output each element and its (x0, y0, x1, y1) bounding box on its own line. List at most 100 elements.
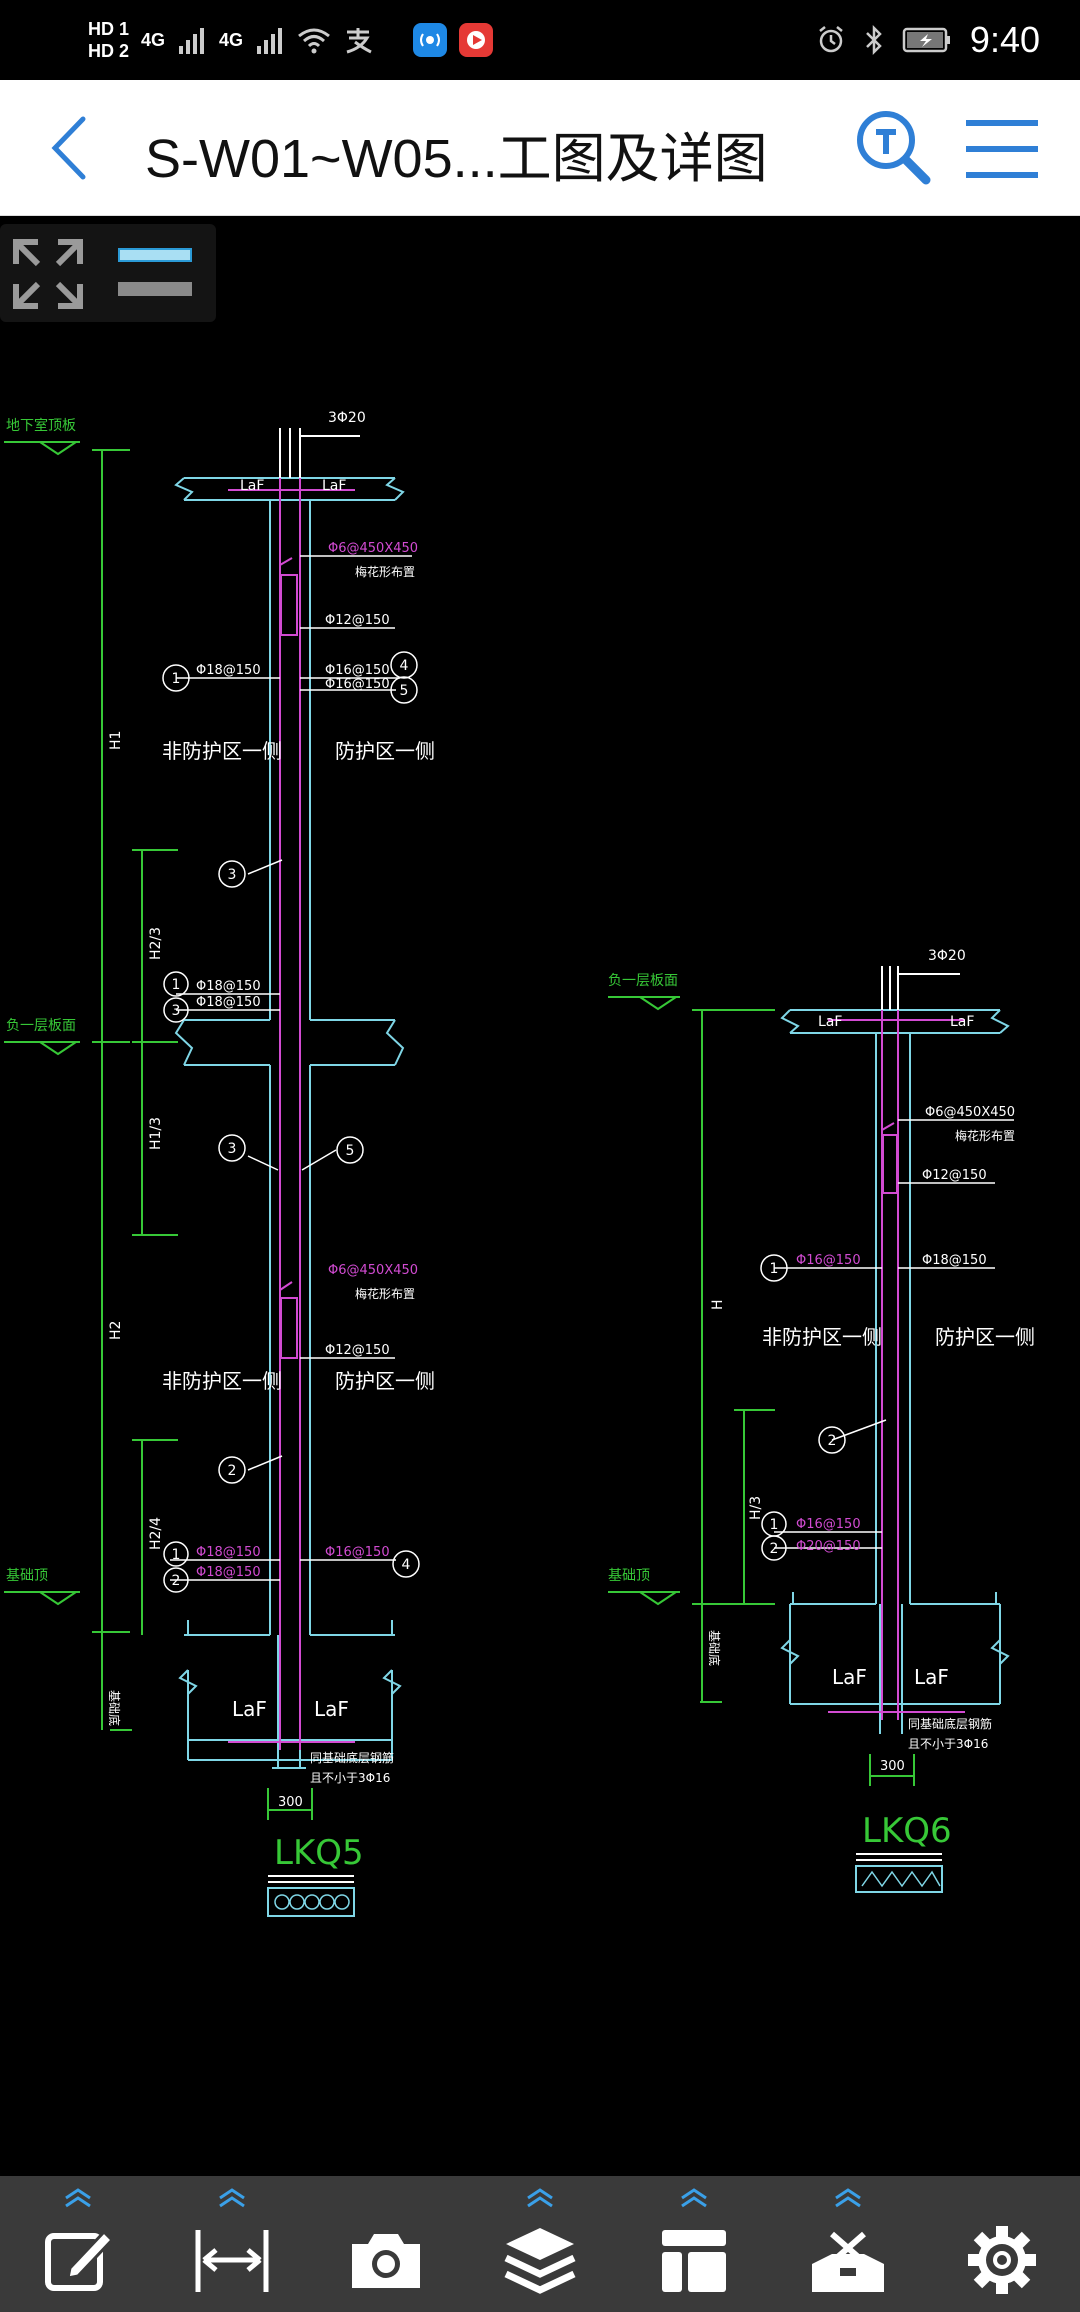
stirrup-label: Φ6@450X450 (328, 541, 418, 556)
rebar-phi18: Φ18@150 (196, 663, 261, 678)
chevron-up-icon (219, 2188, 245, 2208)
rebar-phi12: Φ12@150 (325, 1343, 390, 1358)
layers-icon (504, 2228, 576, 2294)
settings-button[interactable] (942, 2186, 1062, 2306)
svg-text:1: 1 (172, 977, 181, 993)
rebar-phi18: Φ18@150 (196, 1545, 261, 1560)
rebar-phi16: Φ16@150 (796, 1253, 861, 1268)
laf-label: LaF (240, 478, 264, 494)
rebar-phi12: Φ12@150 (325, 613, 390, 628)
laf-label: LaF (950, 1014, 974, 1030)
edit-icon (45, 2229, 115, 2291)
chevron-up-icon (65, 2188, 91, 2208)
stirrup-note: 梅花形布置 (355, 1286, 415, 1301)
stirrup-note: 梅花形布置 (955, 1128, 1015, 1143)
width-dimension: 300 (278, 1795, 303, 1810)
svg-text:2: 2 (228, 1463, 237, 1479)
level-foundation: 基础顶 (6, 1567, 48, 1584)
svg-text:3: 3 (228, 867, 237, 883)
status-bar: HD 1 HD 2 4G 4G 9:40 (0, 0, 1080, 80)
dim-h1: H1 (108, 731, 124, 750)
side-protected: 防护区一侧 (335, 739, 435, 763)
level-foundation: 基础顶 (608, 1567, 650, 1584)
rebar-phi12: Φ12@150 (922, 1168, 987, 1183)
bottom-toolbar (0, 2176, 1080, 2312)
line-weight-toggle[interactable] (110, 238, 200, 308)
rebar-phi18: Φ18@150 (196, 979, 261, 994)
dim-h2: H2 (108, 1321, 124, 1340)
rebar-phi18: Φ18@150 (922, 1253, 987, 1268)
hamburger-menu-icon (966, 120, 1038, 178)
layers-button[interactable] (480, 2186, 600, 2306)
stirrup-note: 梅花形布置 (355, 564, 415, 579)
text-search-icon (857, 111, 931, 185)
chevron-up-icon (527, 2188, 553, 2208)
signal-icon (179, 28, 205, 54)
menu-button[interactable] (960, 110, 1044, 190)
detail-lkq6: 负一层板面 基础顶 H H/3 3Φ20 La (608, 948, 1035, 1893)
svg-text:5: 5 (346, 1143, 355, 1159)
level-floor-b1: 负一层板面 (608, 973, 678, 989)
layout-button[interactable] (634, 2186, 754, 2306)
svg-text:5: 5 (400, 683, 409, 699)
detail-name: LKQ6 (862, 1811, 952, 1851)
chevron-up-icon (681, 2188, 707, 2208)
layout-icon (662, 2230, 726, 2292)
anchor-note: 且不小于3Φ16 (310, 1771, 390, 1785)
viewer-tools (0, 224, 216, 322)
tools-button[interactable] (788, 2186, 908, 2306)
back-button[interactable] (30, 108, 110, 188)
dim-h2-4: H2/4 (148, 1517, 164, 1550)
annotate-button[interactable] (18, 2186, 138, 2306)
dim-h: H (710, 1299, 726, 1310)
measure-button[interactable] (172, 2186, 292, 2306)
svg-text:基础底: 基础底 (707, 1630, 722, 1666)
rebar-phi18: Φ18@150 (196, 1565, 261, 1580)
battery-icon (902, 27, 950, 53)
sim2-label: HD 2 (88, 41, 130, 61)
measure-icon (195, 2230, 269, 2292)
fit-screen-button[interactable] (8, 234, 88, 314)
rebar-top-label: 3Φ20 (328, 410, 366, 426)
svg-text:1: 1 (172, 1547, 181, 1563)
detail-lkq5: 地下室顶板 负一层板面 基础顶 H1 H2 H2/3 H1/3 H2/4 (4, 410, 435, 1917)
network2-label: 4G (219, 29, 244, 50)
dim-h1-3: H1/3 (148, 1117, 164, 1150)
status-left: HD 1 HD 2 4G 4G (88, 10, 494, 70)
document-title: S-W01~W05...工图及详图 (145, 129, 768, 189)
laf-label: LaF (818, 1014, 842, 1030)
title-bar: S-W01~W05...工图及详图 (0, 80, 1080, 216)
level-basement-roof: 地下室顶板 (6, 417, 76, 434)
rebar-top-label: 3Φ20 (928, 948, 966, 964)
video-app-icon (459, 23, 494, 57)
toolbox-icon (812, 2231, 884, 2292)
svg-text:4: 4 (402, 1557, 411, 1573)
stirrup-label: Φ6@450X450 (328, 1263, 418, 1278)
rebar-phi16: Φ16@150 (325, 677, 390, 692)
camera-button[interactable] (326, 2186, 446, 2306)
drawing-canvas[interactable]: 地下室顶板 负一层板面 基础顶 H1 H2 H2/3 H1/3 H2/4 (0, 330, 1080, 2170)
width-dimension: 300 (880, 1759, 905, 1774)
dim-h2-3: H2/3 (148, 927, 164, 960)
gear-icon (968, 2226, 1036, 2294)
level-floor-b1: 负一层板面 (6, 1018, 76, 1034)
rebar-phi20: Φ20@150 (796, 1539, 861, 1554)
search-button[interactable] (852, 106, 936, 190)
svg-text:1: 1 (770, 1517, 779, 1533)
anchor-note: 同基础底层钢筋 (310, 1750, 394, 1765)
svg-text:2: 2 (770, 1541, 779, 1557)
svg-text:1: 1 (770, 1261, 779, 1277)
svg-text:1: 1 (172, 671, 181, 687)
chevron-up-icon (835, 2188, 861, 2208)
anchor-note: 同基础底层钢筋 (908, 1716, 992, 1731)
sim1-label: HD 1 (88, 19, 130, 39)
svg-text:4: 4 (400, 658, 409, 674)
side-nonprotected: 非防护区一侧 (162, 1369, 282, 1393)
fit-screen-icon (13, 239, 83, 309)
bluetooth-icon (866, 24, 882, 56)
detail-name: LKQ5 (274, 1833, 364, 1873)
laf-label: LaF (322, 478, 346, 494)
wifi-icon (298, 28, 330, 54)
rebar-phi16: Φ16@150 (796, 1517, 861, 1532)
anchor-note: 且不小于3Φ16 (908, 1737, 988, 1751)
